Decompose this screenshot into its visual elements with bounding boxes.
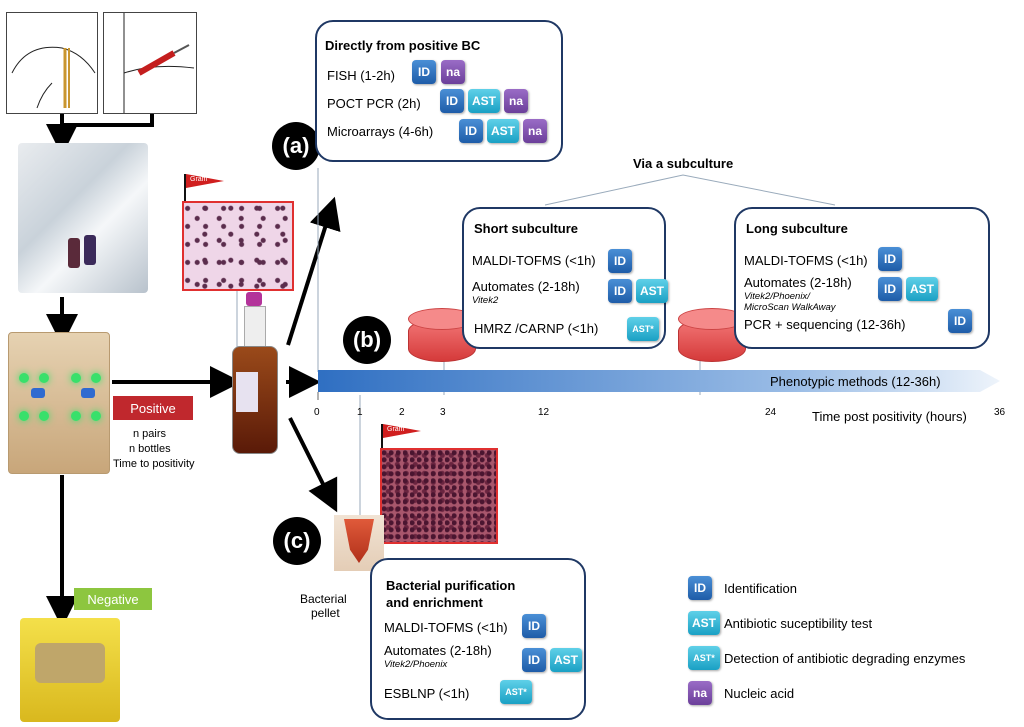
via-subculture-label: Via a subculture — [633, 156, 734, 171]
automates-row: Automates (2-18h) — [472, 279, 580, 294]
blood-culture-bags — [18, 143, 148, 293]
maldi-row: MALDI-TOFMS (<1h) — [472, 253, 596, 268]
id-badge: ID — [948, 309, 972, 333]
timeline-bar — [318, 370, 1000, 392]
legend-na-badge: na — [688, 681, 712, 705]
incubator-photo — [8, 332, 110, 474]
ast-star-badge: AST* — [500, 680, 532, 704]
maldi-row: MALDI-TOFMS (<1h) — [384, 620, 508, 635]
negative-label: Negative — [74, 588, 152, 610]
id-badge: ID — [459, 119, 483, 143]
time-to-positivity-label: Time to positivity — [113, 458, 195, 470]
pcr-sequencing-row: PCR + sequencing (12-36h) — [744, 317, 906, 332]
patient-drawing — [6, 12, 98, 114]
id-badge: ID — [608, 279, 632, 303]
microscan-sub: MicroScan WalkAway — [744, 302, 836, 313]
via-bracket — [544, 174, 836, 206]
poct-pcr-row: POCT PCR (2h) — [327, 96, 421, 111]
ast-badge: AST — [550, 648, 582, 672]
gram-stain-image-bottom — [380, 448, 498, 544]
tick-36: 36 — [994, 407, 1006, 418]
label-b: (b) — [343, 316, 391, 364]
phenotypic-methods-label: Phenotypic methods (12-36h) — [770, 374, 941, 389]
ast-badge: AST — [636, 279, 668, 303]
id-badge: ID — [412, 60, 436, 84]
id-badge: ID — [878, 247, 902, 271]
arm-drawing — [103, 12, 197, 114]
esblnp-row: ESBLNP (<1h) — [384, 686, 470, 701]
short-subculture-title: Short subculture — [474, 221, 579, 236]
automates-row: Automates (2-18h) — [744, 275, 852, 290]
fish-row: FISH (1-2h) — [327, 68, 395, 83]
tick-2: 2 — [399, 407, 405, 418]
legend-ast-star: Detection of antibiotic degrading enzyme… — [724, 651, 966, 666]
box-bacterial-purification: Bacterial purification and enrichment MA… — [370, 558, 586, 720]
arrow-to-c — [288, 417, 338, 513]
na-badge: na — [441, 60, 465, 84]
tick-1: 1 — [357, 407, 363, 418]
bacterial-pellet-label-1: Bacterial — [300, 592, 347, 606]
id-badge: ID — [608, 249, 632, 273]
purification-title-1: Bacterial purification — [386, 578, 516, 593]
long-subculture-title: Long subculture — [746, 221, 848, 236]
legend-identification: Identification — [724, 581, 797, 596]
id-badge: ID — [440, 89, 464, 113]
box-long-subculture: Long subculture MALDI-TOFMS (<1h) Automa… — [734, 207, 990, 349]
box-directly-from-bc: Directly from positive BC FISH (1-2h) PO… — [315, 20, 563, 162]
gram-stain-image-top — [182, 201, 294, 291]
n-bottles-label: n bottles — [129, 443, 171, 455]
id-badge: ID — [522, 648, 546, 672]
ast-badge: AST — [906, 277, 938, 301]
purification-title-2: and enrichment — [386, 595, 483, 610]
legend-nucleic-acid: Nucleic acid — [724, 686, 795, 701]
positive-label: Positive — [113, 396, 193, 420]
waste-bin-photo — [20, 618, 120, 722]
tick-24: 24 — [765, 407, 777, 418]
maldi-row: MALDI-TOFMS (<1h) — [744, 253, 868, 268]
id-badge: ID — [878, 277, 902, 301]
ast-badge: AST — [468, 89, 500, 113]
legend-id-badge: ID — [688, 576, 712, 600]
time-axis-label: Time post positivity (hours) — [812, 409, 967, 424]
box-a-title: Directly from positive BC — [325, 38, 481, 53]
legend-ast-star-badge: AST* — [688, 646, 720, 670]
na-badge: na — [523, 119, 547, 143]
box-short-subculture: Short subculture MALDI-TOFMS (<1h) Autom… — [462, 207, 668, 349]
microarrays-row: Microarrays (4-6h) — [327, 124, 434, 139]
n-pairs-label: n pairs — [133, 428, 167, 440]
tick-12: 12 — [538, 407, 550, 418]
tick-3: 3 — [440, 407, 446, 418]
tick-0: 0 — [314, 407, 320, 418]
automates-row: Automates (2-18h) — [384, 643, 492, 658]
bracket-line — [60, 112, 154, 127]
legend-ast-badge: AST — [688, 611, 720, 635]
ast-badge: AST — [487, 119, 519, 143]
legend-ast: Antibiotic suceptibility test — [724, 616, 873, 631]
label-c: (c) — [273, 517, 321, 565]
ast-star-badge: AST* — [627, 317, 659, 341]
arrow-to-a — [286, 196, 341, 346]
legend: ID Identification AST Antibiotic sucepti… — [688, 576, 1018, 706]
blood-culture-bottle — [226, 292, 282, 458]
bacterial-pellet-label-2: pellet — [311, 606, 340, 620]
vitek2-sub: Vitek2 — [472, 295, 499, 306]
label-a: (a) — [272, 122, 320, 170]
vitek2-phoenix-sub: Vitek2/Phoenix — [384, 659, 448, 670]
na-badge: na — [504, 89, 528, 113]
id-badge: ID — [522, 614, 546, 638]
hmrz-row: HMRZ /CARNP (<1h) — [474, 321, 599, 336]
vitek2-phoenix-sub: Vitek2/Phoenix/ — [744, 291, 810, 302]
